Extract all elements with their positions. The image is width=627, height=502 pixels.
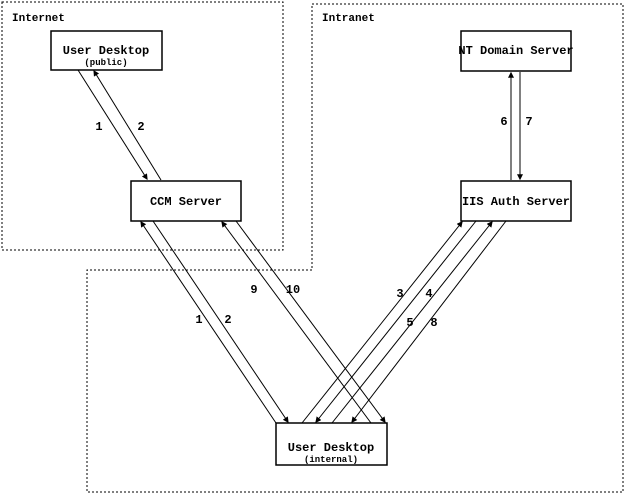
user-desktop-internal-title: User Desktop xyxy=(288,441,374,455)
ccm-server-box xyxy=(130,180,242,222)
internet-zone-label: Internet xyxy=(12,13,65,25)
flow-line-internal-2 xyxy=(152,220,289,423)
flow-label-5: 5 xyxy=(406,316,413,330)
user-desktop-public-subtitle: (public) xyxy=(84,58,127,68)
iis-auth-server-title: IIS Auth Server xyxy=(462,195,570,209)
flow-label-internal-2: 2 xyxy=(224,313,231,327)
intranet-zone-label: Intranet xyxy=(322,13,375,25)
user-desktop-internal-box xyxy=(275,422,388,466)
nt-domain-server-box xyxy=(460,30,572,72)
flow-label-internal-1: 1 xyxy=(195,313,202,327)
node-nt-domain-server: NT Domain Server xyxy=(458,30,574,72)
flow-label-9: 9 xyxy=(250,283,257,297)
flow-line-public-1 xyxy=(77,69,148,181)
flow-line-10 xyxy=(235,220,386,423)
flow-line-4 xyxy=(315,220,477,423)
flow-line-8 xyxy=(351,220,507,423)
user-desktop-public-box xyxy=(50,30,163,71)
nt-domain-server-title: NT Domain Server xyxy=(458,44,573,58)
flow-line-public-2 xyxy=(93,69,162,181)
user-desktop-internal-subtitle: (internal) xyxy=(304,455,358,465)
user-desktop-public-title: User Desktop xyxy=(63,44,149,58)
flow-label-10: 10 xyxy=(286,283,300,297)
flow-label-public-1: 1 xyxy=(95,120,102,134)
flow-label-6: 6 xyxy=(500,115,507,129)
flow-line-internal-1 xyxy=(140,221,277,424)
ccm-server-title: CCM Server xyxy=(150,195,222,209)
flow-line-3 xyxy=(301,221,463,424)
flow-line-9 xyxy=(221,221,372,424)
flow-line-5 xyxy=(331,221,493,424)
node-user-desktop-internal: User Desktop (internal) xyxy=(275,422,388,466)
flow-label-4: 4 xyxy=(425,287,432,301)
node-iis-auth-server: IIS Auth Server xyxy=(460,180,572,222)
internet-zone-outline xyxy=(1,1,284,251)
flow-label-3: 3 xyxy=(396,287,403,301)
flow-label-public-2: 2 xyxy=(137,120,144,134)
intranet-zone-outline xyxy=(86,3,624,493)
flow-label-8: 8 xyxy=(430,316,437,330)
node-user-desktop-public: User Desktop (public) xyxy=(50,30,163,71)
node-ccm-server: CCM Server xyxy=(130,180,242,222)
iis-auth-server-box xyxy=(460,180,572,222)
flow-label-7: 7 xyxy=(525,115,532,129)
